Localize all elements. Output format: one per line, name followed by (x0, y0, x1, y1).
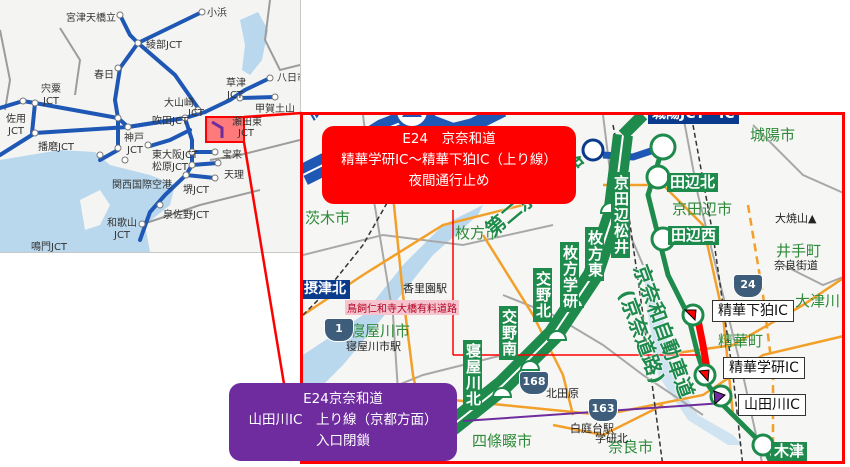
purple-closure-callout: E24京奈和道 山田川IC 上り線（京都方面） 入口閉鎖 (229, 383, 457, 461)
place-label: 北田原 (546, 387, 579, 400)
place-label: 奈良街道 (774, 259, 818, 272)
junction-sign: 城陽JCT・IC (648, 115, 739, 124)
route-shield-icon: 24 (733, 274, 763, 298)
city-label: 奈良市 (608, 438, 654, 456)
junction-sign: 摂津北 (303, 280, 350, 299)
overview-map-label: 甲賀土山 (255, 104, 295, 115)
city-label: 枚方市 (455, 224, 501, 242)
overview-map-label: 東大阪JCT (152, 150, 199, 161)
overview-map-label: JCT (8, 126, 25, 137)
place-label: 香里園駅 (403, 282, 447, 295)
overview-map-label: 泉佐野JCT (163, 210, 210, 221)
place-label: 寝屋川市駅 (346, 340, 401, 353)
place-label: 学研北 (595, 432, 628, 445)
ic-name-label: 精華下狛IC (712, 300, 794, 322)
city-label: 茨木市 (305, 209, 351, 227)
overview-map-label: JCT (127, 145, 144, 156)
overview-map-label: 小浜 (207, 8, 227, 19)
interchange-sign: 京田辺松井 (611, 172, 630, 258)
route-shield-icon: 1 (324, 318, 354, 342)
city-label: 井手町 (776, 242, 822, 260)
city-label: 寝屋川市 (350, 322, 411, 340)
city-label: 城陽市 (750, 126, 796, 144)
overview-map-label: 和歌山 (107, 218, 137, 229)
overview-map-label: 宮津天橋立 (66, 13, 116, 24)
route-shield-icon: 168 (519, 371, 549, 395)
city-label: 京田辺市 (672, 200, 733, 218)
overview-map-label: 鳴門JCT (31, 242, 68, 253)
overview-map-label: 瀬田東 (232, 117, 262, 128)
overview-map-label: 綾部JCT (146, 40, 183, 51)
highlight-region (205, 116, 245, 143)
ic-name-label: 山田川IC (738, 394, 806, 416)
purple-callout-line3: 入口閉鎖 (316, 433, 370, 449)
interchange-sign: 田辺北 (667, 173, 719, 192)
city-label: 大津川 (795, 292, 841, 310)
red-callout-line2: 精華学研IC～精華下狛IC（上り線） (341, 152, 557, 168)
overview-map-label: 吹田JCT (152, 116, 189, 127)
overview-map-label: 春日 (94, 70, 114, 81)
red-callout-line1: E24 京奈和道 (402, 131, 496, 147)
interchange-sign: 木津 (771, 442, 808, 461)
interchange-sign: 交野南 (499, 306, 518, 360)
red-callout-line3: 夜間通行止め (408, 173, 490, 189)
red-closure-callout: E24 京奈和道 精華学研IC～精華下狛IC（上り線） 夜間通行止め (322, 126, 576, 204)
purple-callout-line2: 山田川IC 上り線（京都方面） (248, 412, 438, 428)
purple-callout-line1: E24京奈和道 (303, 391, 383, 407)
toll-road-label: 鳥飼仁和寺大橋有料道路 (345, 300, 459, 315)
overview-map-label: JCT (238, 128, 255, 139)
overview-map-label: 松原JCT (152, 162, 189, 173)
overview-map-graphics (0, 0, 300, 252)
overview-map-label: JCT (43, 96, 60, 107)
interchange-sign: 寝屋川北 (463, 340, 482, 410)
overview-map-label: 関西国際空港 (112, 180, 172, 191)
overview-map-label: 天理 (224, 170, 244, 181)
route-shield-icon: 163 (588, 398, 618, 422)
interchange-sign: 枚方東 (585, 227, 604, 281)
interchange-sign: 田辺西 (668, 226, 720, 245)
detail-labels: 八幡東田辺北田辺西京田辺松井枚方東枚方学研交野北交野南寝屋川北木津城陽JCT・I… (303, 115, 842, 461)
overview-map-label: 大山崎 (164, 98, 194, 109)
road-name-label: 高速道路 (303, 115, 384, 125)
place-label: 白庭台駅 (570, 422, 614, 435)
overview-map-label: 播磨JCT (38, 142, 75, 153)
overview-map-label: 草津 (226, 78, 246, 89)
interchange-sign: 交野北 (533, 268, 552, 322)
overview-map-label: JCT (227, 90, 244, 101)
ic-name-label: 精華学研IC (723, 357, 805, 379)
overview-map-label: 堺JCT (183, 185, 210, 196)
overview-map-label: JCT (188, 108, 205, 119)
overview-map-label: 八日市 (277, 73, 300, 84)
interchange-sign: 枚方学研 (560, 242, 579, 312)
overview-map-label: 宝来 (222, 150, 242, 161)
overview-map-label: 神戸 (124, 133, 144, 144)
city-label: 四條畷市 (472, 432, 533, 450)
place-label: 大焼山▲ (775, 212, 817, 225)
city-label: 精華町 (718, 332, 764, 350)
overview-map-label: 宍粟 (41, 84, 61, 95)
overview-map-label: 佐用 (6, 114, 26, 125)
overview-map-label: JCT (114, 230, 131, 241)
